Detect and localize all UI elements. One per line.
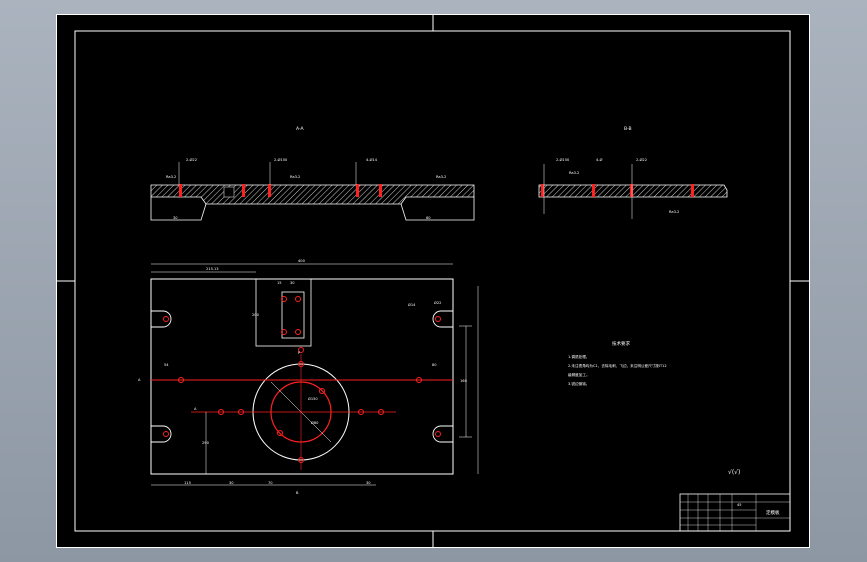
hole-marker	[178, 377, 184, 383]
dim-left-offset: 215.13	[206, 267, 219, 271]
sec-b-rough-2: Ra3.2	[669, 210, 679, 214]
hole-marker	[298, 457, 304, 463]
hole-marker	[163, 431, 169, 437]
hole-marker	[319, 388, 325, 394]
sec-b-label-1: 2-Ø150	[556, 157, 570, 162]
dim-bolt-circle: Ø150	[308, 396, 318, 401]
plan-view	[150, 278, 454, 475]
dim-slot-h: 200	[252, 313, 260, 317]
dimension-lines: 400 215.13 15 30 200 54 80 160 115 30 70…	[138, 259, 479, 495]
axis-label-bottom: B	[296, 491, 299, 495]
dim-hole-dia-2: Ø22	[434, 300, 441, 305]
hole-marker	[435, 316, 441, 322]
hole-marker	[281, 329, 287, 335]
tech-req-item-4: 3.锐边倒钝。	[568, 381, 589, 386]
axis-label-mid: A	[194, 407, 197, 411]
sec-a-label-3: 4-Ø14	[366, 157, 378, 162]
section-b-title: B-B	[624, 126, 632, 132]
hole-marker	[298, 361, 304, 367]
dim-vertical-right: 160	[460, 379, 468, 383]
tech-req-title: 技术要求	[612, 340, 630, 347]
hole-marker	[416, 377, 422, 383]
cad-drawing: A-A 2-Ø22 2-Ø150 4-Ø14 Ra3.2 Ra3.2 Ra3.2…	[56, 14, 810, 548]
section-b-b: B-B 2-Ø150 4-Ø 2-Ø22 Ra3.2 Ra3.2	[538, 126, 728, 219]
axis-label-left: A	[138, 378, 141, 382]
dim-center-dia: Ø80	[311, 420, 319, 425]
dim-mid-height: 290	[202, 441, 210, 445]
section-a-a: A-A 2-Ø22 2-Ø150 4-Ø14 Ra3.2 Ra3.2 Ra3.2…	[150, 126, 475, 221]
dim-hole-dia: Ø14	[408, 302, 416, 307]
hole-markers	[163, 296, 441, 463]
tech-req-item-1: 1.调质处理。	[568, 354, 589, 359]
title-part-name: 定模板	[766, 509, 780, 516]
hole-marker	[295, 329, 301, 335]
dim-bottom-4: 30	[366, 481, 371, 485]
sec-a-rough-3: Ra3.2	[436, 175, 446, 179]
section-a-title: A-A	[296, 126, 305, 132]
sec-a-rough-2: Ra3.2	[290, 175, 300, 179]
hole-marker	[277, 430, 283, 436]
hole-marker	[298, 347, 304, 353]
dim-bottom-1: 115	[184, 481, 191, 485]
sec-b-label-2: 4-Ø	[596, 157, 603, 162]
dim-bottom-2: 30	[229, 481, 234, 485]
hole-marker	[163, 316, 169, 322]
roughness-symbol: √(√)	[728, 469, 740, 476]
hole-marker	[281, 296, 287, 302]
tech-req-item-3: 级精度加工。	[568, 372, 590, 377]
dim-slot-w1: 15	[277, 281, 282, 285]
dim-overall-width: 400	[298, 259, 306, 263]
outer-frame	[56, 14, 810, 548]
dim-side-right: 80	[432, 363, 437, 367]
dim-bottom-3: 70	[268, 481, 273, 485]
hole-marker	[435, 431, 441, 437]
sec-a-base-2: 60	[426, 216, 431, 220]
hole-marker	[378, 409, 384, 415]
hole-marker	[358, 409, 364, 415]
sec-a-label-2: 2-Ø150	[274, 157, 288, 162]
hole-marker	[295, 296, 301, 302]
tech-req-item-2: 2.未注债角均为C1，去除毛刺、飞边，未注明公差尺寸按IT12	[568, 363, 667, 368]
sec-b-label-3: 2-Ø22	[636, 157, 647, 162]
sec-a-label-1: 2-Ø22	[186, 157, 197, 162]
sec-a-base: 30	[173, 216, 178, 220]
title-block: 45 定模板	[679, 493, 791, 532]
dim-slot-w2: 30	[290, 281, 295, 285]
technical-requirements: 技术要求 1.调质处理。 2.未注债角均为C1，去除毛刺、飞边，未注明公差尺寸按…	[568, 340, 667, 386]
drawing-sheet: A-A 2-Ø22 2-Ø150 4-Ø14 Ra3.2 Ra3.2 Ra3.2…	[56, 14, 810, 548]
hole-marker	[238, 409, 244, 415]
dim-side-left: 54	[164, 363, 169, 367]
section-mark-top: P	[298, 351, 301, 355]
sec-b-rough-1: Ra3.2	[569, 171, 579, 175]
sec-a-rough-1: Ra3.2	[166, 175, 176, 179]
hole-marker	[218, 409, 224, 415]
title-material: 45	[737, 503, 742, 507]
